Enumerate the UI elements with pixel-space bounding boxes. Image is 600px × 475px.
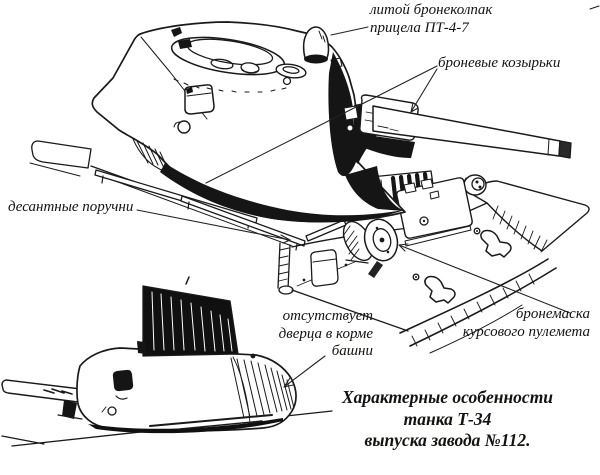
rear-view-drawing <box>1 276 333 447</box>
leader-lines <box>136 26 571 388</box>
caption-line2: танка Т-34 <box>403 408 492 429</box>
label-mg-mask-line2: курсового пулемета <box>462 323 590 340</box>
label-handrails: десантные поручни <box>8 199 133 217</box>
leader-mg-mask <box>398 243 571 314</box>
label-no-rear-door-line2: дверца в корме <box>278 325 373 342</box>
figure-caption: Характерные особенности танка Т-34 выпус… <box>320 387 575 452</box>
hull-drawing <box>29 140 590 354</box>
label-visors: броневые козырьки <box>438 55 560 73</box>
label-mg-mask: бронемаска курсового пулемета <box>420 306 590 341</box>
turret-drawing <box>91 21 406 223</box>
leader-visors-2 <box>205 65 438 184</box>
gun-barrel <box>372 5 600 159</box>
label-handrails-text: десантные поручни <box>8 199 134 215</box>
caption-line3: выпуска завода №112. <box>364 430 531 450</box>
label-sight-cap-line1: литой бронеколпак <box>370 2 493 18</box>
label-sight-cap-line2: прицела ПТ-4-7 <box>370 19 469 36</box>
label-visors-text: броневые козырьки <box>438 55 561 71</box>
label-no-rear-door-line3: башни <box>331 343 373 359</box>
leader-rear-door <box>283 355 326 388</box>
label-sight-cap: литой бронеколпак прицела ПТ-4-7 <box>370 2 492 37</box>
caption-line1: Характерные особенности <box>341 387 554 407</box>
leader-sight-cap <box>330 26 369 36</box>
label-no-rear-door-line1: отсутствует <box>282 308 373 324</box>
label-mg-mask-line1: бронемаска <box>515 306 590 322</box>
label-no-rear-door: отсутствует дверца в корме башни <box>250 308 373 361</box>
leader-visors-1 <box>410 68 438 113</box>
leader-handrails <box>136 209 291 244</box>
